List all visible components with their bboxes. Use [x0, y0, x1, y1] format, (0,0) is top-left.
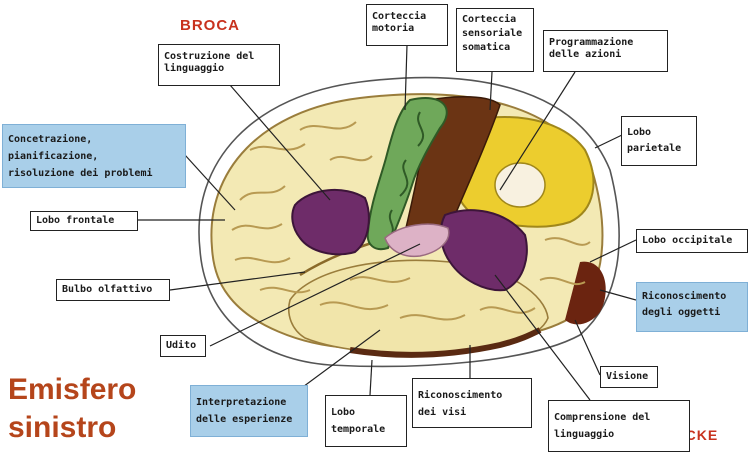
title-line-2: sinistro	[8, 411, 117, 444]
label-interpretazione-esperienze: Interpretazione delle esperienze	[190, 385, 308, 437]
broca-label: BROCA	[180, 17, 240, 34]
label-lobo-frontale: Lobo frontale	[30, 211, 138, 231]
label-programmazione-azioni: Programmazione delle azioni	[543, 30, 668, 72]
label-riconoscimento-oggetti: Riconoscimento degli oggetti	[636, 282, 748, 332]
label-udito: Udito	[160, 335, 206, 357]
label-lobo-parietale: Lobo parietale	[621, 116, 697, 166]
label-comprensione-linguaggio: Comprensione del linguaggio	[548, 400, 690, 452]
label-visione: Visione	[600, 366, 658, 388]
label-costruzione-linguaggio: Costruzione del linguaggio	[158, 44, 280, 86]
label-concentrazione: Concetrazione, pianificazione, risoluzio…	[2, 124, 186, 188]
label-bulbo-olfattivo: Bulbo olfattivo	[56, 279, 170, 301]
label-lobo-occipitale: Lobo occipitale	[636, 229, 748, 253]
label-riconoscimento-visi: Riconoscimento dei visi	[412, 378, 532, 428]
label-lobo-temporale: Lobo temporale	[325, 395, 407, 447]
label-corteccia-motoria: Corteccia motoria	[366, 4, 448, 46]
label-corteccia-sensoriale: Corteccia sensoriale somatica	[456, 8, 534, 72]
title-line-1: Emisfero	[8, 373, 137, 406]
